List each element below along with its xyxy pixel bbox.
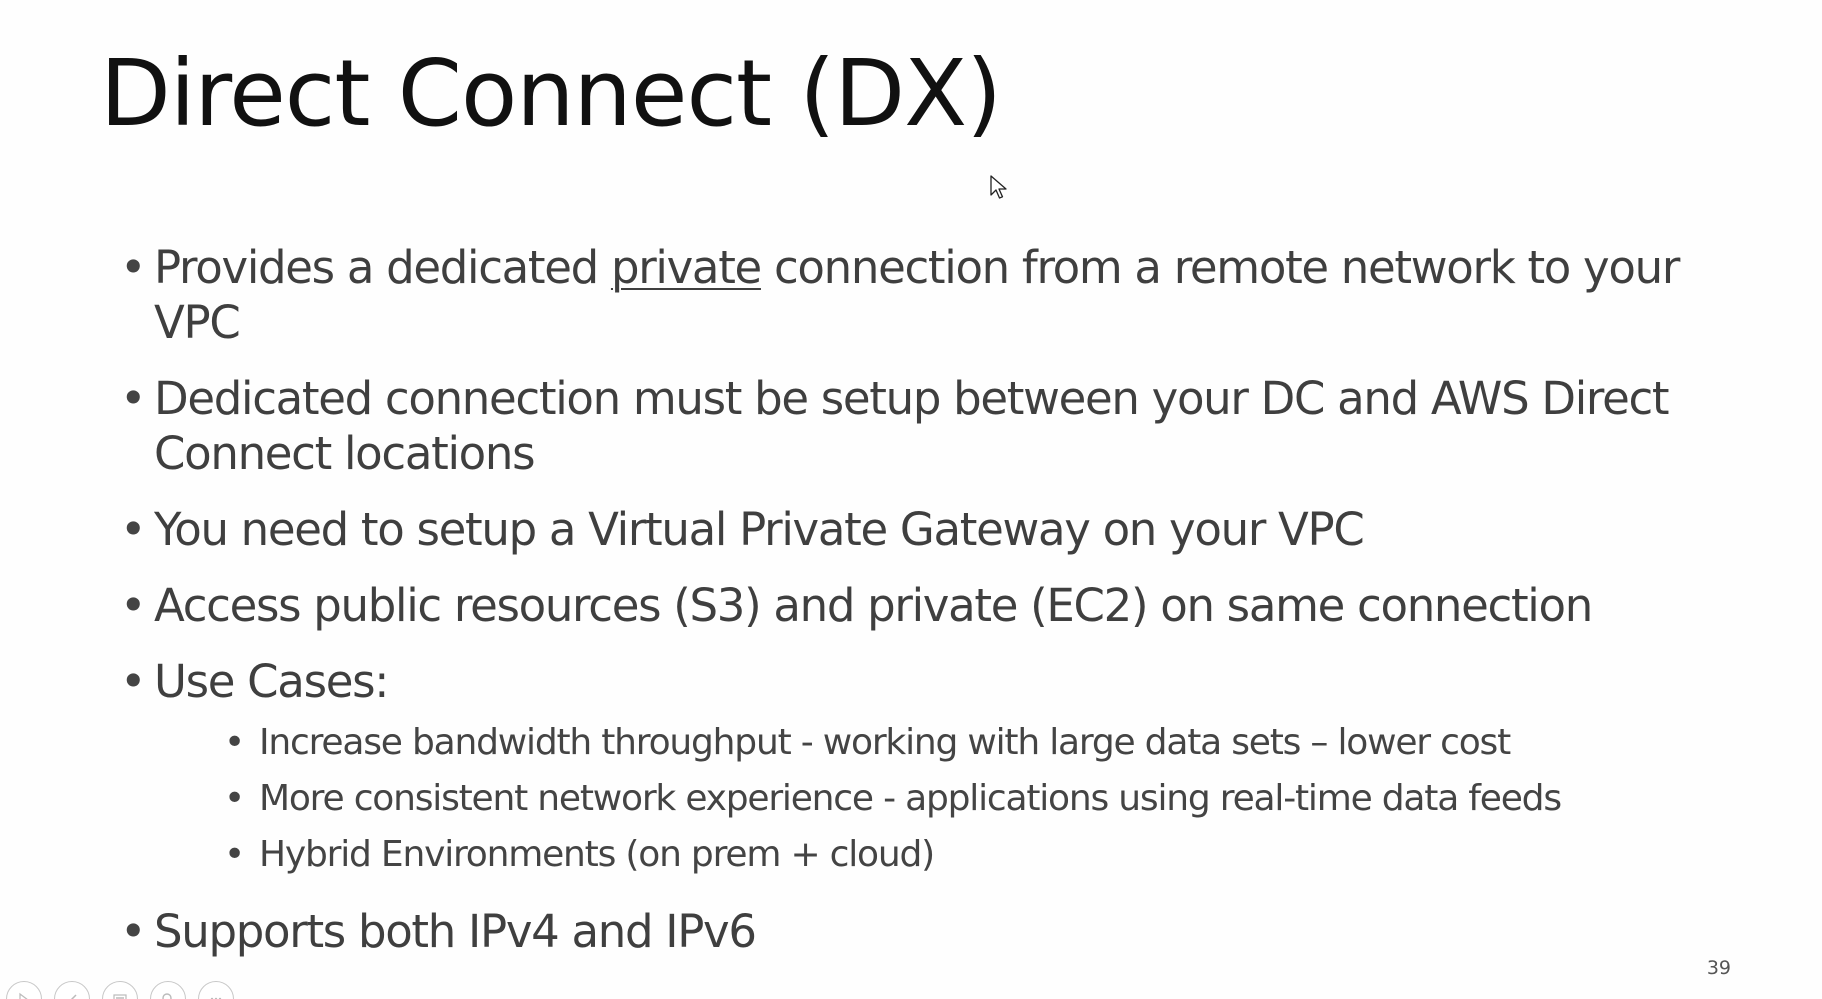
bullet-item: Access public resources (S3) and private… [120,578,1760,633]
bullet-item: Supports both IPv4 and IPv6 [120,904,1760,959]
bullet-text: Dedicated connection must be setup betwe… [154,372,1670,480]
page-number: 39 [1706,957,1731,979]
bullet-item: Provides a dedicated private connection … [120,240,1760,350]
bullet-item: You need to setup a Virtual Private Gate… [120,502,1760,557]
pen-icon[interactable] [54,981,90,999]
bullet-item: Use Cases: Increase bandwidth throughput… [120,654,1760,883]
bullet-text: You need to setup a Virtual Private Gate… [154,503,1365,556]
bullet-item: Dedicated connection must be setup betwe… [120,371,1760,481]
bullet-text: Use Cases: [154,655,389,708]
slide-title: Direct Connect (DX) [100,40,1002,147]
bullet-text: Supports both IPv4 and IPv6 [154,905,757,958]
sub-bullet-item: More consistent network experience - app… [224,771,1760,827]
sub-bullet-list: Increase bandwidth throughput - working … [154,715,1760,883]
zoom-icon[interactable] [150,981,186,999]
sub-bullet-item: Increase bandwidth throughput - working … [224,715,1760,771]
pointer-icon[interactable] [6,981,42,999]
bullet-text: connection from a remote network to your… [154,241,1680,349]
more-icon[interactable] [198,981,234,999]
bullet-list: Provides a dedicated private connection … [120,240,1760,980]
slides-icon[interactable] [102,981,138,999]
slideshow-toolbar [6,981,234,999]
bullet-emphasis: private [610,241,762,294]
bullet-text: Access public resources (S3) and private… [154,579,1593,632]
sub-bullet-item: Hybrid Environments (on prem + cloud) [224,827,1760,883]
bullet-text: Provides a dedicated [154,241,611,294]
mouse-cursor-icon [990,175,1007,199]
